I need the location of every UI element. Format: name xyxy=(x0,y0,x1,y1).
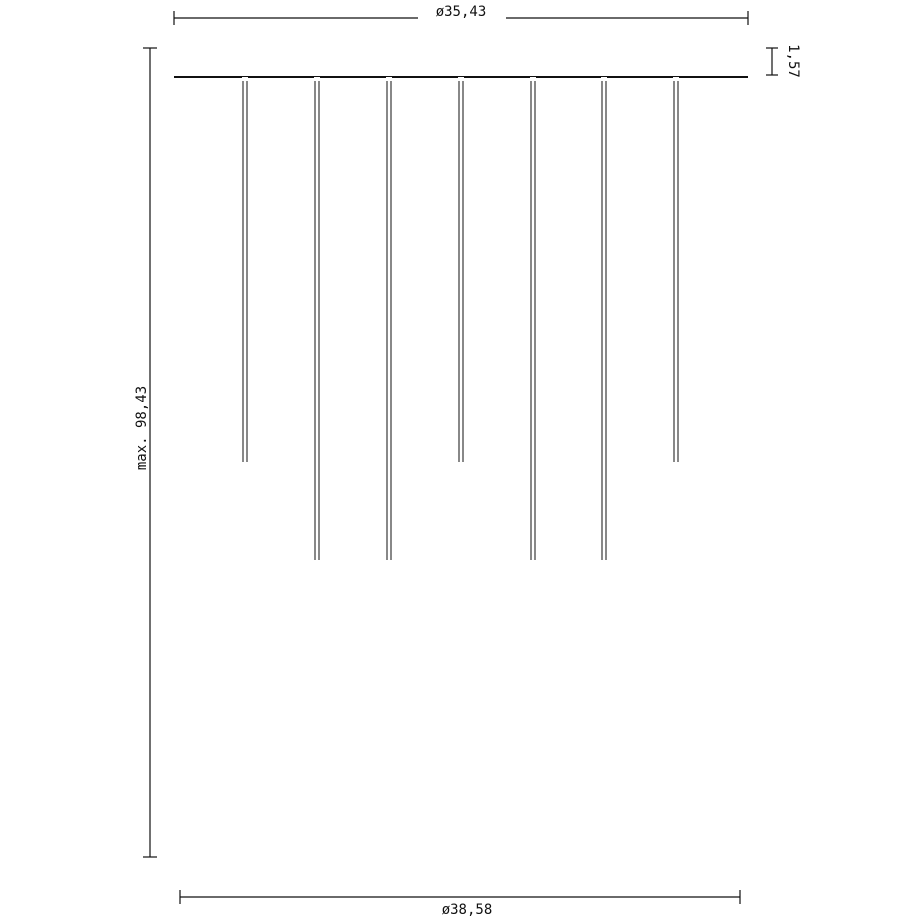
top-width-label: ø35,43 xyxy=(436,4,487,20)
top-width-dimension: ø35,43 xyxy=(173,4,749,25)
bottom-width-label: ø38,58 xyxy=(442,902,493,918)
pendant-4 xyxy=(397,77,525,687)
bottom-width-dimension: ø38,58 xyxy=(179,890,741,918)
canopy-height-label: 1,57 xyxy=(785,44,801,78)
total-height-dimension: max. 98,43 xyxy=(134,47,157,858)
pendant-7 xyxy=(612,77,740,687)
pendants xyxy=(181,77,740,844)
pendant-3 xyxy=(325,77,453,785)
canopy-height-dimension: 1,57 xyxy=(766,44,801,78)
pendant-1 xyxy=(181,77,309,687)
total-height-label: max. 98,43 xyxy=(134,386,150,470)
pendant-5 xyxy=(469,77,597,785)
canopy xyxy=(174,49,748,78)
